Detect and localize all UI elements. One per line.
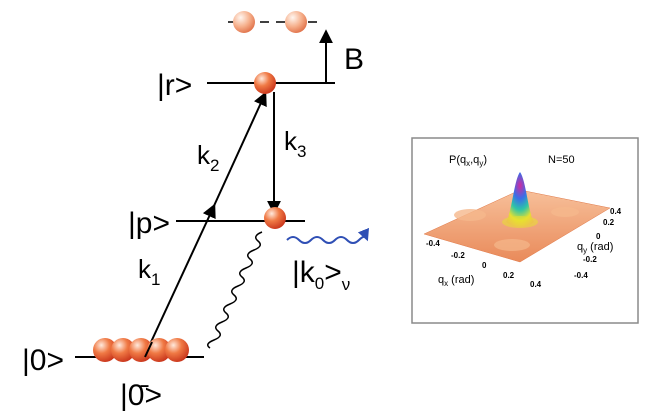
qy-tick: 0.2 [603,218,615,227]
k1-excitation-arrow [144,203,216,356]
dark-state-label: |0̄> [120,379,162,412]
k2-label: k2 [197,140,219,175]
ghost-atom-2 [285,11,307,33]
k1-label: k1 [138,254,160,289]
ground-level-label: |0> [22,344,64,377]
qy-tick: 0.4 [610,207,622,216]
emitted-state-label: |k0>ν [292,256,350,294]
qx-tick: 0 [482,261,487,270]
distribution-peak [506,172,534,227]
inset-title: P(qx,qy) [449,154,487,168]
momentum-distribution-inset: P(qx,qy) N=50 -0.4 -0.2 0 0.2 0.4 0.4 0.… [411,137,639,324]
ground-atom-ensemble [93,338,189,362]
spontaneous-decay-wave [207,231,263,349]
k1-arrow-tail [144,341,153,358]
k2-excitation-arrow [212,91,267,209]
qy-tick: -0.4 [574,271,588,280]
qy-axis-label: qy (rad) [577,241,613,255]
qx-tick: 0.2 [503,271,515,280]
qx-tick: -0.2 [451,251,465,260]
ghost-atom-1 [233,11,255,33]
qx-axis-label: qx (rad) [438,274,474,288]
qy-tick: -0.2 [583,255,597,264]
k3-label: k3 [284,126,306,161]
field-label: B [344,43,364,76]
rydberg-level-label: |r> [157,69,192,102]
qy-tick: 0 [596,232,601,241]
qx-tick: 0.4 [530,280,542,289]
intermediate-atom [264,207,286,229]
emitted-photon-wave [286,227,369,244]
intermediate-level-label: |p> [128,207,170,240]
qx-tick: -0.4 [426,239,440,248]
rydberg-atom [254,72,276,94]
inset-n-label: N=50 [548,154,575,166]
